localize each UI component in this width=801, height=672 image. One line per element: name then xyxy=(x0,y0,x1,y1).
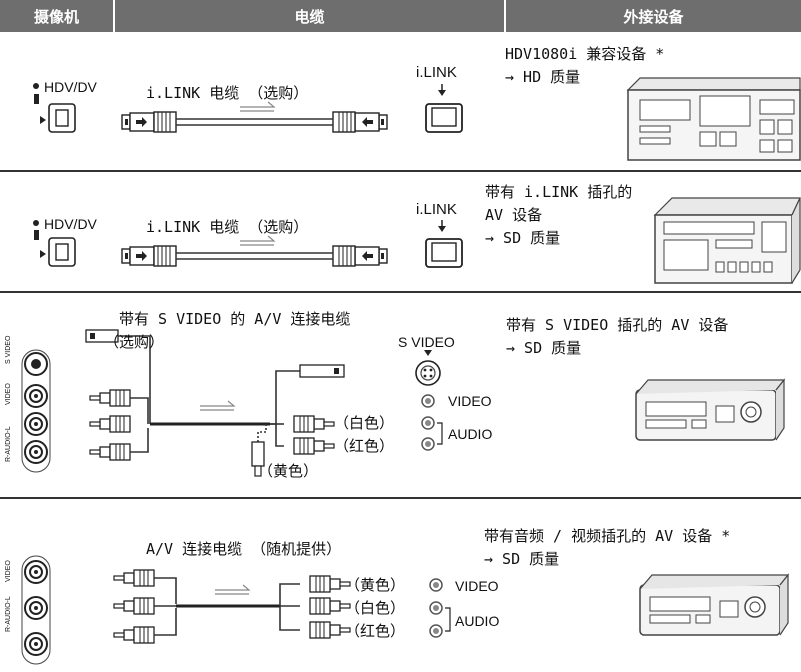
row3-cable-line2: （选购） xyxy=(104,333,165,351)
row1-device-port-label: i.LINK xyxy=(416,64,457,81)
row1-device-line2: → HD 质量 xyxy=(505,68,581,86)
row3-audio-label: AUDIO xyxy=(448,426,493,442)
row3-red-label: （红色） xyxy=(334,437,395,455)
row4-vcr xyxy=(639,574,789,636)
header-cable: 电缆 xyxy=(115,0,506,32)
row3-jack-video: VIDEO xyxy=(5,383,12,405)
row3-yellow-label: （黄色） xyxy=(258,462,319,480)
row4-audio-label: AUDIO xyxy=(455,613,500,629)
row3-jack-svideo: S VIDEO xyxy=(5,335,12,364)
row2-ilink-cable xyxy=(121,235,388,267)
row4-jack-audio: R-AUDIO-L xyxy=(5,596,12,632)
row3-video-label: VIDEO xyxy=(448,393,492,409)
divider-2 xyxy=(0,291,801,293)
row3-vcr xyxy=(635,379,785,441)
row1-camera-port xyxy=(33,83,76,133)
row1-cable-label: i.LINK 电缆 （选购） xyxy=(146,84,309,102)
row1-port-label: HDV/DV xyxy=(44,79,97,95)
row4-cable-label: A/V 连接电缆 （随机提供） xyxy=(146,540,342,558)
row3-cable-line1: 带有 S VIDEO 的 A/V 连接电缆 xyxy=(119,310,351,328)
row3-white-label: （白色） xyxy=(334,414,395,432)
row3-camera-jacks xyxy=(21,349,51,473)
row2-device-line2: AV 设备 xyxy=(485,206,543,224)
row2-device-port-label: i.LINK xyxy=(416,201,457,218)
row1-hdv-deck xyxy=(626,77,801,161)
row1-device-port xyxy=(425,84,463,133)
header-external-label: 外接设备 xyxy=(623,7,684,26)
row3-device-line2: → SD 质量 xyxy=(506,339,582,357)
row2-device-line3: → SD 质量 xyxy=(485,229,561,247)
row4-jack-video: VIDEO xyxy=(5,560,12,582)
row4-device-line1: 带有音频 / 视频插孔的 AV 设备 * xyxy=(484,527,731,545)
row4-video-label: VIDEO xyxy=(455,578,499,594)
divider-3 xyxy=(0,497,801,499)
row3-svideo-label: S VIDEO xyxy=(398,334,455,350)
row4-av-cable xyxy=(113,569,351,644)
row4-device-line2: → SD 质量 xyxy=(484,550,560,568)
row2-av-deck xyxy=(653,197,801,284)
row4-device-jacks xyxy=(429,578,451,638)
header-camera-label: 摄像机 xyxy=(33,7,79,26)
row1-device-line1: HDV1080i 兼容设备 * xyxy=(505,45,665,63)
row2-port-label: HDV/DV xyxy=(44,216,97,232)
row4-camera-jacks xyxy=(21,555,51,665)
row4-white-label: （白色） xyxy=(345,599,406,617)
header-external: 外接设备 xyxy=(506,0,801,32)
header-camera: 摄像机 xyxy=(0,0,115,32)
row2-camera-port xyxy=(33,220,76,267)
row3-jack-audio: R-AUDIO-L xyxy=(5,426,12,462)
divider-1 xyxy=(0,170,801,172)
row2-cable-label: i.LINK 电缆 （选购） xyxy=(146,218,309,236)
row3-av-cable xyxy=(85,329,345,477)
row3-device-line1: 带有 S VIDEO 插孔的 AV 设备 xyxy=(506,316,729,334)
row3-device-jacks xyxy=(415,350,443,451)
row4-red-label: （红色） xyxy=(345,622,406,640)
row4-yellow-label: （黄色） xyxy=(345,576,406,594)
row1-ilink-cable xyxy=(121,101,388,133)
row2-device-line1: 带有 i.LINK 插孔的 xyxy=(485,183,633,201)
header-cable-label: 电缆 xyxy=(294,7,325,26)
row2-device-port xyxy=(425,220,463,268)
